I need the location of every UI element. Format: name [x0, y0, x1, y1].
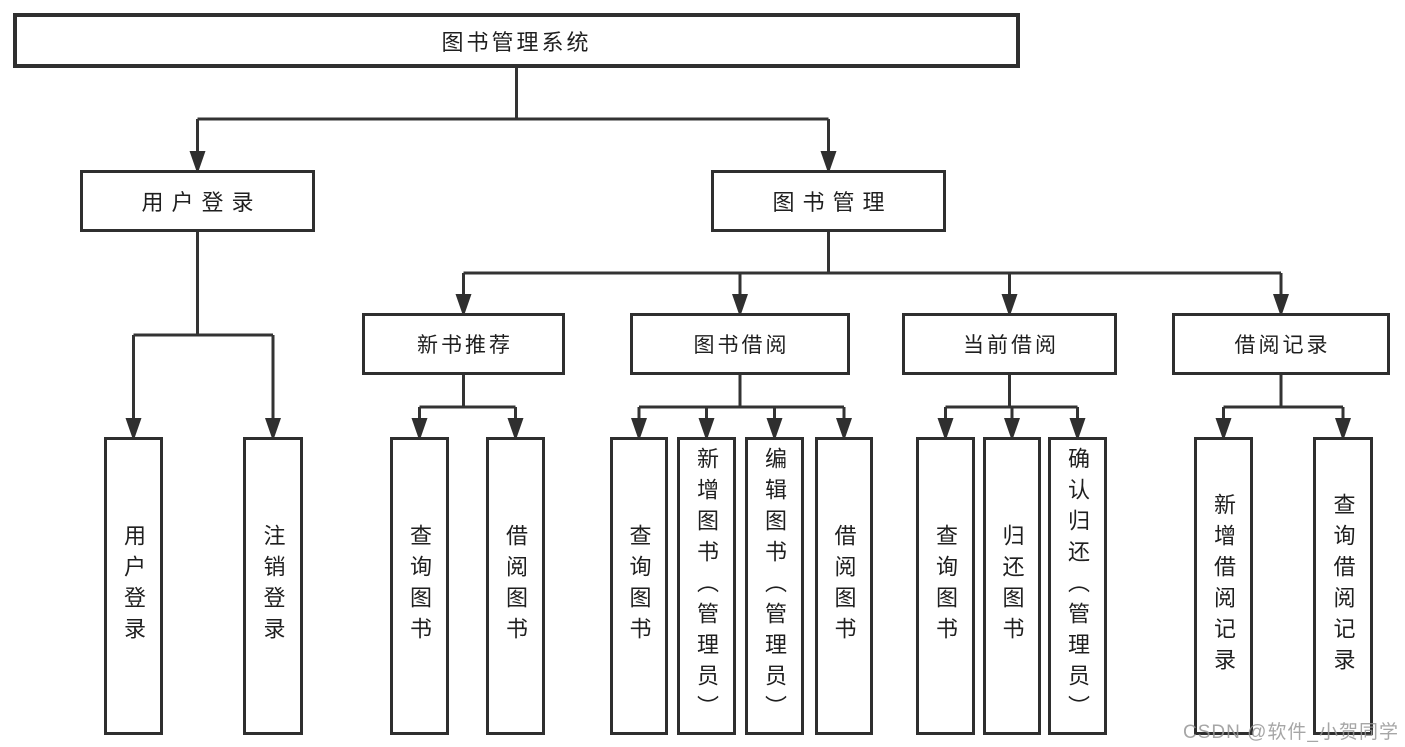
node-add-borrow-record: 新增借阅记录	[1194, 437, 1253, 735]
node-label: 归还图书	[999, 524, 1025, 648]
node-label: 当前借阅	[963, 334, 1059, 357]
node-label: 新书推荐	[417, 334, 513, 357]
node-query-books-recommend: 查询图书	[390, 437, 449, 735]
node-label: 借阅记录	[1234, 334, 1331, 357]
node-label: 图书管理	[772, 190, 893, 215]
node-label: 查询图书	[626, 524, 652, 648]
node-query-books-borrow: 查询图书	[610, 437, 668, 735]
node-borrow-books: 借阅图书	[815, 437, 873, 735]
node-label: 注销登录	[260, 524, 286, 648]
node-current-borrow: 当前借阅	[902, 313, 1117, 375]
node-label: 借阅图书	[503, 524, 529, 648]
node-label: 查询图书	[407, 524, 433, 648]
node-label: 查询图书	[933, 524, 959, 648]
node-logout: 注销登录	[243, 437, 303, 735]
node-label: 新增借阅记录	[1211, 493, 1237, 679]
node-edit-books-admin: 编辑图书（管理员）	[745, 437, 804, 735]
node-add-books-admin: 新增图书（管理员）	[677, 437, 736, 735]
node-book-management: 图书管理	[711, 170, 946, 232]
node-label: 借阅图书	[831, 524, 857, 648]
node-user-login-leaf: 用户登录	[104, 437, 163, 735]
node-label: 编辑图书（管理员）	[762, 446, 788, 726]
node-label: 用户登录	[121, 524, 147, 648]
node-query-books-current: 查询图书	[916, 437, 975, 735]
csdn-watermark: CSDN @软件_小贺同学	[1183, 722, 1399, 743]
node-root: 图书管理系统	[13, 13, 1020, 68]
node-label: 图书借阅	[693, 334, 790, 357]
node-borrow-books-recommend: 借阅图书	[486, 437, 545, 735]
node-book-borrow: 图书借阅	[630, 313, 850, 375]
node-new-book-recommend: 新书推荐	[362, 313, 565, 375]
node-label: 确认归还（管理员）	[1065, 446, 1091, 726]
node-query-borrow-record: 查询借阅记录	[1313, 437, 1373, 735]
node-label: 用户登录	[141, 190, 262, 215]
node-borrow-records: 借阅记录	[1172, 313, 1390, 375]
node-return-books: 归还图书	[983, 437, 1041, 735]
node-confirm-return-admin: 确认归还（管理员）	[1048, 437, 1107, 735]
node-user-login-branch: 用户登录	[80, 170, 315, 232]
node-label: 查询借阅记录	[1330, 493, 1356, 679]
node-root-label: 图书管理系统	[441, 29, 592, 55]
node-label: 新增图书（管理员）	[694, 446, 720, 726]
